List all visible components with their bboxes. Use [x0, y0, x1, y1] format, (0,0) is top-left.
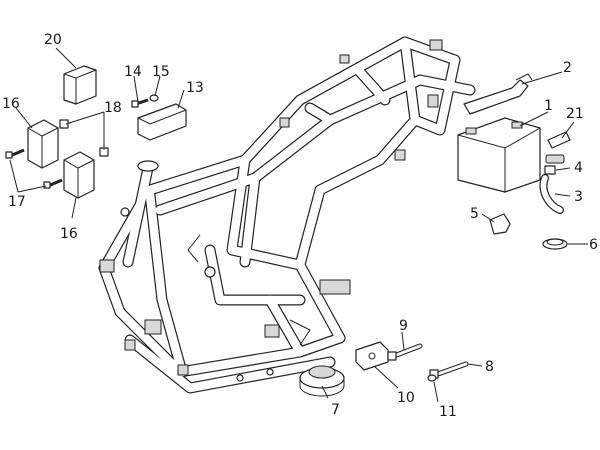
battery — [457, 117, 541, 193]
scooter-frame — [98, 36, 476, 394]
relay-box — [63, 65, 97, 105]
callout-18: 18 — [104, 100, 122, 116]
screw-17a — [5, 148, 25, 159]
rubber-holder-lower — [63, 151, 95, 199]
callout-11: 11 — [439, 404, 457, 420]
callout-15: 15 — [152, 64, 170, 80]
horn-bracket — [355, 341, 389, 371]
callout-5: 5 — [470, 206, 479, 222]
breather-hose — [539, 174, 564, 214]
leader-lines — [9, 47, 588, 403]
callout-1: 1 — [544, 98, 553, 114]
callout-17: 17 — [8, 194, 26, 210]
horn — [299, 365, 345, 397]
mount-bracket — [137, 103, 187, 141]
callout-4: 4 — [574, 160, 583, 176]
callout-6: 6 — [589, 237, 598, 253]
callout-16-lower: 16 — [60, 226, 78, 242]
washer — [427, 374, 437, 382]
callout-14: 14 — [124, 64, 142, 80]
callout-2: 2 — [563, 60, 572, 76]
bolt-9 — [387, 343, 423, 361]
clamp-ring — [542, 238, 568, 250]
callout-9: 9 — [399, 318, 408, 334]
screw-14 — [131, 98, 149, 108]
callout-3: 3 — [574, 189, 583, 205]
rubber-holder-upper — [27, 119, 59, 169]
callout-8: 8 — [485, 359, 494, 375]
callout-numbers: 1 2 3 4 5 6 7 8 9 10 11 13 14 15 16 16 1… — [2, 32, 598, 420]
washer-15 — [149, 94, 159, 102]
callout-10: 10 — [397, 390, 415, 406]
battery-strap — [463, 73, 533, 115]
callout-7: 7 — [331, 402, 340, 418]
rubber-cap — [489, 213, 511, 235]
callout-20: 20 — [44, 32, 62, 48]
callout-16-upper: 16 — [2, 96, 20, 112]
callout-21: 21 — [566, 106, 584, 122]
clip-18a — [59, 119, 69, 129]
screw-17b — [43, 178, 63, 189]
callout-13: 13 — [186, 80, 204, 96]
battery-pad — [545, 131, 571, 164]
clip — [544, 165, 556, 175]
